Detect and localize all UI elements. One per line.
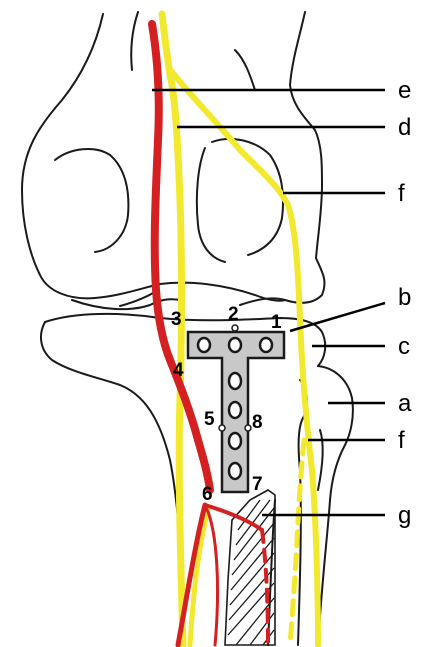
label-e: e [398, 77, 411, 104]
screw-hole [260, 338, 272, 352]
screw-hole [229, 338, 241, 352]
nerve-f-lower [290, 440, 304, 645]
point-1: 1 [271, 312, 282, 333]
screw-hole [229, 463, 241, 479]
label-b: b [398, 284, 411, 311]
label-a: a [398, 390, 412, 417]
marker-dot [245, 425, 251, 431]
marker-dot [219, 425, 225, 431]
femur-outline [22, 12, 324, 303]
point-7: 7 [252, 474, 263, 495]
screw-hole [229, 433, 241, 449]
label-g: g [398, 502, 411, 529]
label-c: c [398, 333, 410, 360]
point-8: 8 [252, 412, 263, 433]
label-f-upper: f [398, 180, 405, 207]
point-4: 4 [173, 360, 184, 381]
point-6: 6 [202, 484, 213, 505]
label-f-lower: f [398, 427, 405, 454]
tibia-outline [41, 314, 353, 645]
point-5: 5 [204, 409, 215, 430]
screw-hole [229, 373, 241, 389]
point-2: 2 [228, 304, 239, 325]
marker-dot [232, 325, 238, 331]
point-3: 3 [171, 309, 182, 330]
label-d: d [398, 114, 411, 141]
screw-hole [198, 338, 210, 352]
screw-hole [229, 402, 241, 418]
